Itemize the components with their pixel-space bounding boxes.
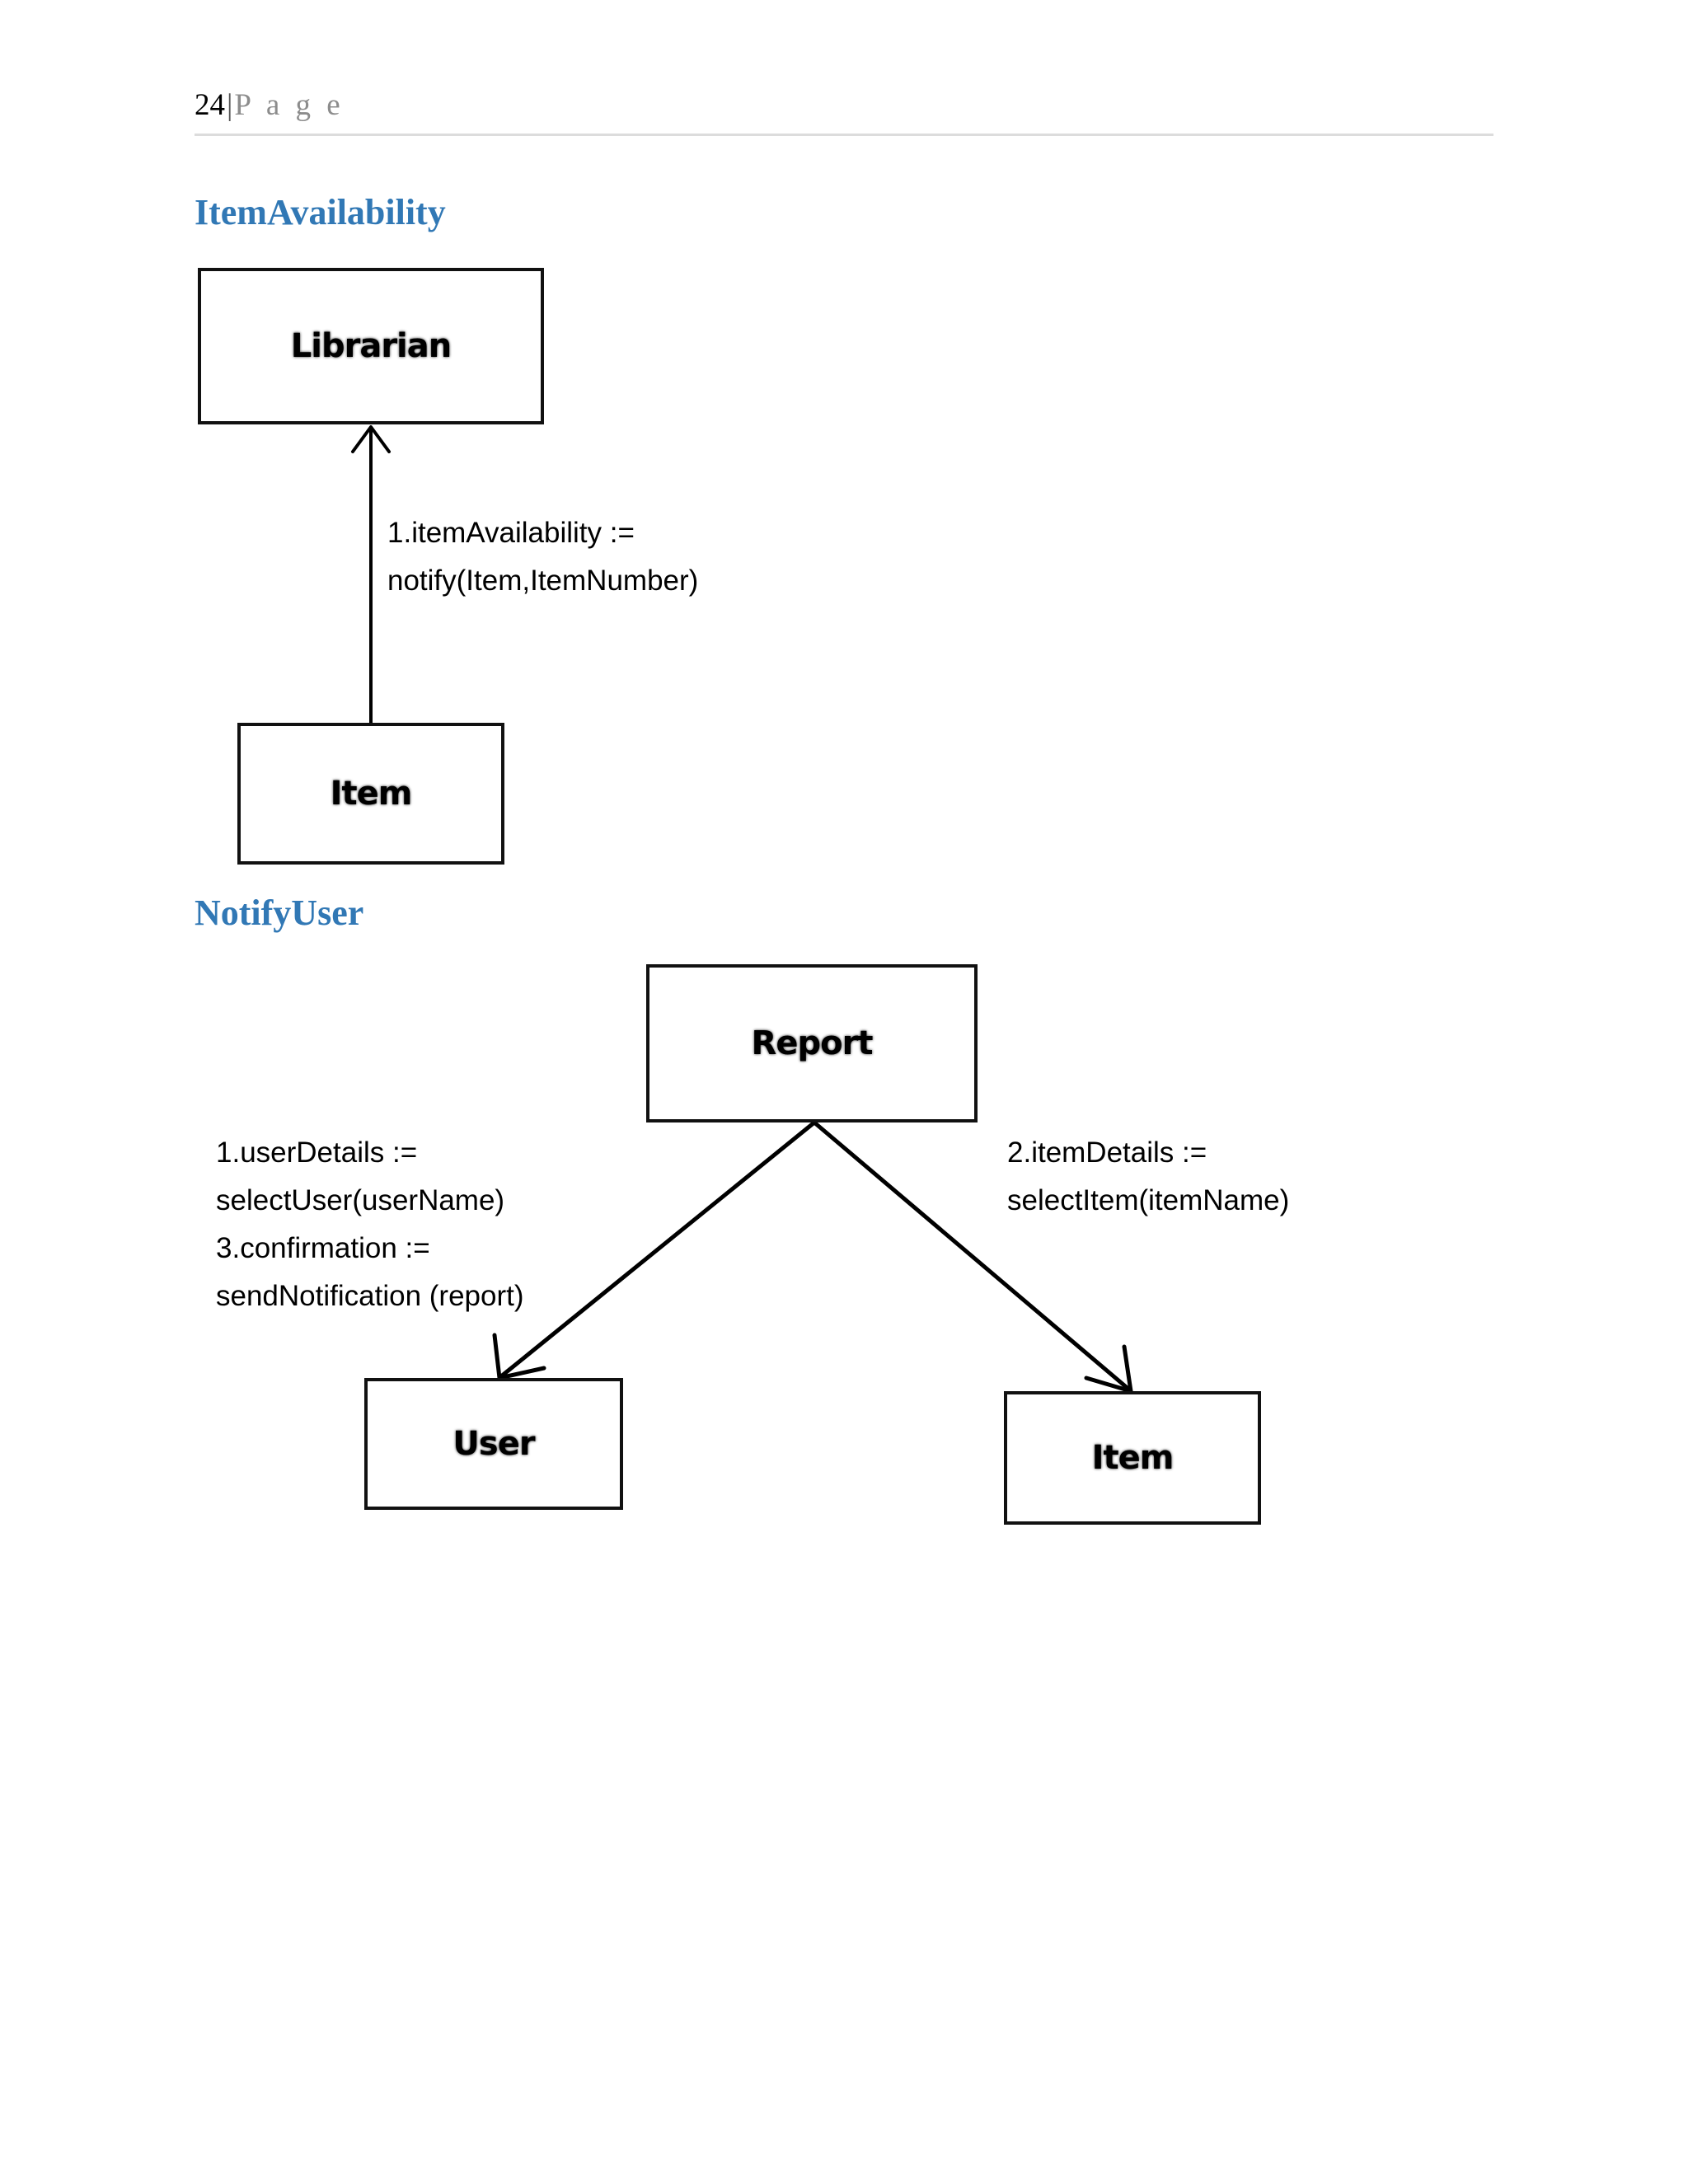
node-item-label: Item	[1091, 1439, 1175, 1477]
message-line-1: 2.itemDetails :=	[1007, 1137, 1207, 1169]
page-header-separator: |	[227, 88, 233, 122]
node-item-availability-item[interactable]: Item	[237, 723, 504, 865]
section-heading-notify-user: NotifyUser	[195, 893, 364, 933]
message-line-1: 1.userDetails :=	[216, 1137, 418, 1169]
node-item-label: Item	[330, 775, 413, 813]
node-librarian-label: Librarian	[290, 327, 452, 365]
page-number: 24	[195, 88, 225, 122]
node-notify-user-item[interactable]: Item	[1004, 1391, 1261, 1525]
connector-item-to-librarian	[351, 425, 391, 723]
message-line-2: selectUser(userName)	[216, 1184, 505, 1216]
node-user[interactable]: User	[364, 1378, 623, 1510]
message-label-item-details: 2.itemDetails := selectItem(itemName)	[1007, 1129, 1436, 1225]
message-line-2: notify(Item,ItemNumber)	[387, 565, 699, 597]
message-line-3: 3.confirmation :=	[216, 1232, 430, 1264]
page-header-label: P a g e	[234, 88, 345, 122]
message-line-2: selectItem(itemName)	[1007, 1184, 1290, 1216]
message-line-4: sendNotification (report)	[216, 1280, 524, 1312]
message-line-1: 1.itemAvailability :=	[387, 517, 635, 549]
node-report[interactable]: Report	[646, 964, 978, 1122]
node-user-label: User	[452, 1425, 535, 1463]
message-label-item-availability: 1.itemAvailability := notify(Item,ItemNum…	[387, 509, 915, 605]
page-header-divider	[195, 134, 1493, 136]
message-label-user-details: 1.userDetails := selectUser(userName) 3.co…	[216, 1129, 678, 1320]
node-report-label: Report	[751, 1024, 874, 1062]
section-heading-item-availability: ItemAvailability	[195, 192, 446, 232]
node-librarian[interactable]: Librarian	[198, 268, 544, 424]
page-header-line: 24|P a g e	[195, 87, 345, 124]
page-header: 24|P a g e	[195, 87, 1495, 148]
